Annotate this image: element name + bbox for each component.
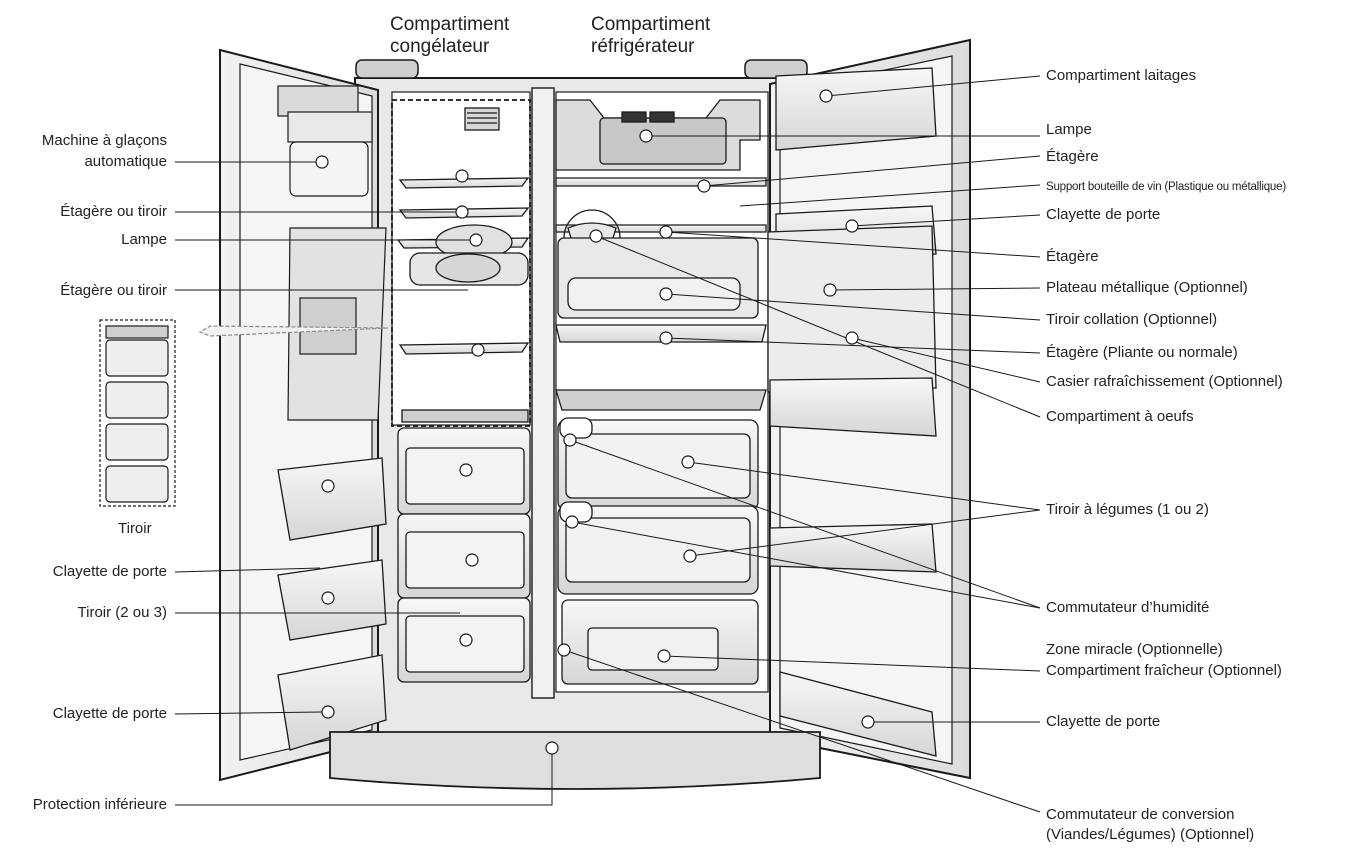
label-shelf-right-2: Étagère — [1046, 248, 1099, 265]
label-door-bin-left-2: Clayette de porte — [52, 705, 167, 722]
label-lamp-right: Lampe — [1046, 121, 1092, 138]
freezer-header-line1: Compartiment — [390, 14, 510, 35]
label-lamp-left: Lampe — [121, 231, 167, 248]
label-conversion-1: Commutateur de conversion — [1046, 806, 1235, 823]
label-miracle-zone: Zone miracle (Optionnelle) — [1046, 641, 1223, 658]
drawer-inset — [99, 319, 176, 507]
callout-dots — [315, 89, 875, 755]
label-door-bin-right-1: Clayette de porte — [1046, 206, 1161, 223]
label-conversion-2: (Viandes/Légumes) (Optionnel) — [1046, 826, 1255, 843]
label-drawer-caption: Tiroir — [118, 520, 152, 537]
leader-lines — [174, 75, 1041, 813]
fridge-contents — [555, 99, 767, 685]
label-bottom-guard: Protection inférieure — [32, 796, 167, 813]
pull-arrow — [198, 325, 389, 337]
label-wine-rack: Support bouteille de vin (Plastique ou m… — [1046, 181, 1286, 193]
label-dairy: Compartiment laitages — [1046, 67, 1197, 84]
label-vegetable-drawer: Tiroir à légumes (1 ou 2) — [1046, 501, 1209, 518]
label-folding-shelf: Étagère (Pliante ou normale) — [1046, 344, 1238, 361]
fridge-header-line2: réfrigérateur — [591, 36, 695, 57]
label-shelf-right-1: Étagère — [1046, 148, 1099, 165]
label-door-bin-left-1: Clayette de porte — [52, 563, 167, 580]
label-door-bin-right-2: Clayette de porte — [1046, 713, 1161, 730]
left-door — [219, 48, 387, 782]
label-ice-maker-1: Machine à glaçons — [41, 132, 167, 149]
label-humidity-switch: Commutateur d’humidité — [1046, 599, 1210, 616]
right-door — [767, 38, 971, 780]
label-ice-maker-2: automatique — [84, 153, 167, 170]
label-fresh-compartment: Compartiment fraîcheur (Optionnel) — [1046, 662, 1282, 679]
label-shelf-or-drawer-1: Étagère ou tiroir — [60, 203, 167, 220]
bottom-guard-shape — [329, 731, 821, 790]
fridge-header-line1: Compartiment — [591, 14, 711, 35]
label-snack-drawer: Tiroir collation (Optionnel) — [1046, 311, 1218, 328]
label-metal-tray: Plateau métallique (Optionnel) — [1046, 279, 1248, 296]
label-drawer-2-3: Tiroir (2 ou 3) — [77, 604, 167, 621]
label-egg-box: Compartiment à oeufs — [1046, 408, 1194, 425]
label-shelf-or-drawer-2: Étagère ou tiroir — [60, 282, 167, 299]
freezer-header-line2: congélateur — [390, 36, 490, 57]
label-refresh-bin: Casier rafraîchissement (Optionnel) — [1046, 373, 1283, 390]
